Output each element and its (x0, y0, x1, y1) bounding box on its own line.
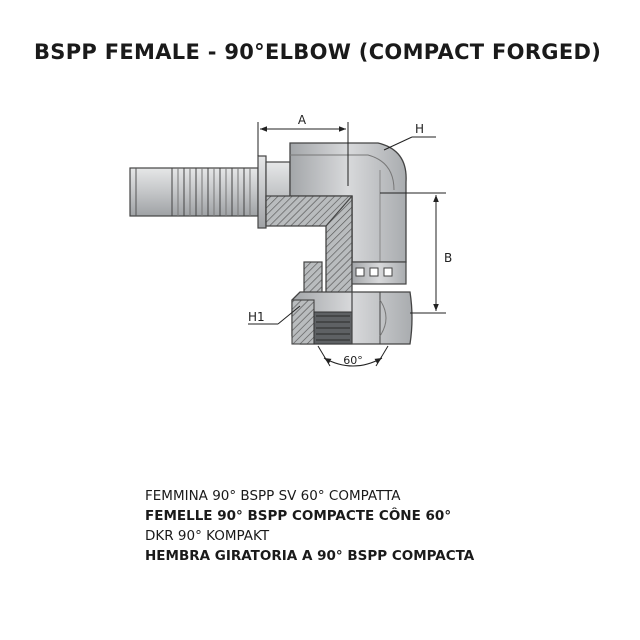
page-title: BSPP FEMALE - 90°ELBOW (COMPACT FORGED) (34, 40, 602, 64)
leader-h1: H1 (248, 305, 301, 325)
dimension-b: B (380, 192, 452, 314)
label-a: A (298, 113, 307, 127)
description-french: FEMELLE 90° BSPP COMPACTE CÔNE 60° (145, 508, 452, 524)
label-angle: 60° (343, 354, 363, 367)
hose-tail (129, 167, 259, 217)
description-spanish: HEMBRA GIRATORIA A 90° BSPP COMPACTA (145, 548, 475, 564)
swivel-nut (291, 291, 413, 345)
label-b: B (444, 251, 452, 265)
label-h: H (415, 122, 424, 136)
description-italian: FEMMINA 90° BSPP SV 60° COMPATTA (145, 488, 401, 504)
cone-angle: 60° (317, 345, 389, 367)
leader-h: H (383, 122, 436, 151)
retaining-ring (303, 261, 407, 297)
label-h1: H1 (248, 310, 265, 324)
dimension-a: A (257, 113, 349, 186)
description-block: FEMMINA 90° BSPP SV 60° COMPATTA FEMELLE… (145, 486, 474, 566)
description-german: DKR 90° KOMPAKT (145, 528, 270, 544)
